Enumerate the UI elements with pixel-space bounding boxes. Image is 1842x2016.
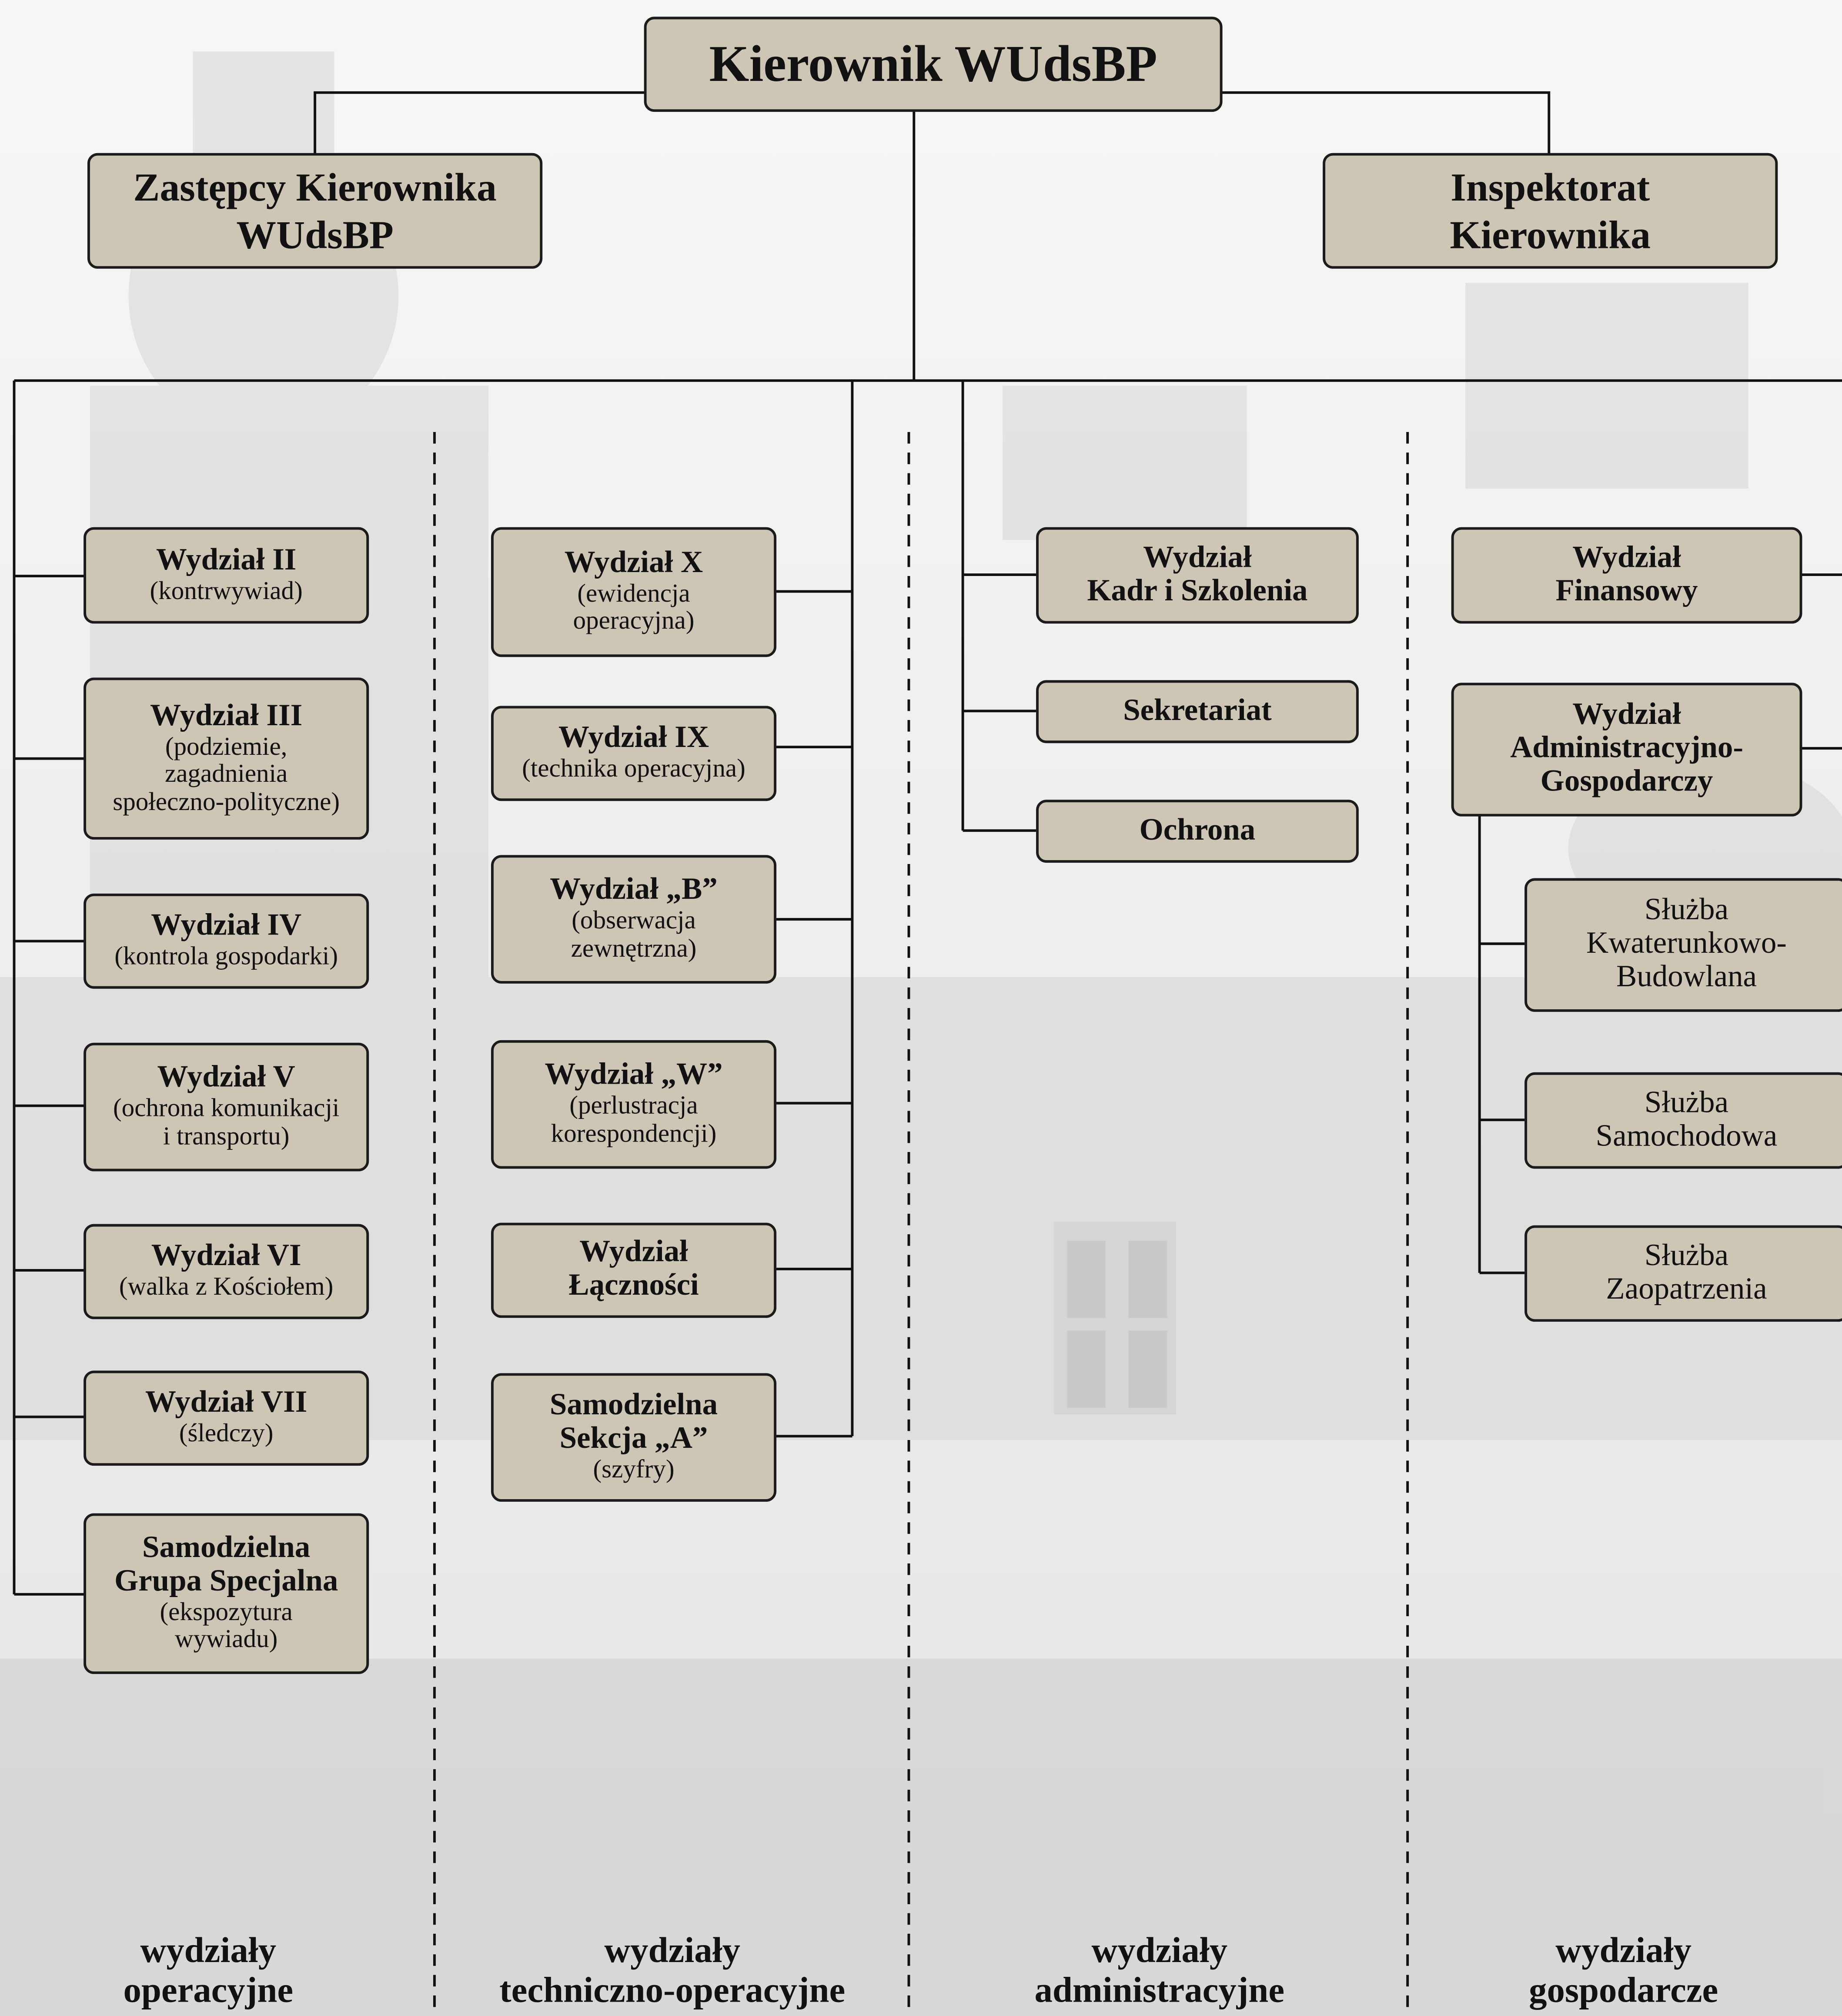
inspectorate-box: Inspektorat Kierownika — [1323, 153, 1778, 269]
inspectorate-line-2: Kierownika — [1450, 212, 1651, 258]
service-zaopatrzenia: Służba Zaopatrzenia — [1524, 1225, 1842, 1322]
category-line: wydziały — [1091, 1931, 1228, 1971]
unit-wydzial-ix: Wydział IX (technika operacyjna) — [491, 706, 777, 801]
unit-desc: (kontrwywiad) — [150, 576, 303, 605]
unit-desc: (obserwacja — [572, 907, 696, 935]
service-name: Służba — [1644, 894, 1728, 928]
unit-desc: (kontrola gospodarki) — [114, 942, 338, 971]
unit-wydzial-vi: Wydział VI (walka z Kościołem) — [84, 1224, 369, 1319]
service-name: Budowlana — [1616, 960, 1757, 994]
unit-title: Grupa Specjalna — [114, 1564, 338, 1598]
unit-title: Wydział II — [156, 543, 297, 577]
unit-desc: i transportu) — [163, 1122, 290, 1151]
unit-desc: (ekspozytura — [160, 1598, 293, 1627]
deputy-box: Zastępcy Kierownika WUdsBP — [87, 153, 543, 269]
unit-samodzielna-grupa-specjalna: Samodzielna Grupa Specjalna (ekspozytura… — [84, 1513, 369, 1674]
unit-desc: (technika operacyjna) — [522, 755, 745, 784]
unit-wydzial-vii: Wydział VII (śledczy) — [84, 1370, 369, 1466]
category-line: gospodarcze — [1529, 1971, 1718, 2012]
unit-title: Wydział VII — [145, 1386, 308, 1420]
service-samochodowa: Służba Samochodowa — [1524, 1072, 1842, 1169]
unit-desc: korespondencji) — [551, 1120, 717, 1149]
unit-title: Sekretariat — [1123, 693, 1272, 727]
unit-title: Łączności — [568, 1269, 699, 1303]
unit-title: Wydział — [1572, 541, 1681, 574]
unit-title: Finansowy — [1555, 574, 1698, 608]
unit-title: Wydział IV — [151, 909, 302, 943]
category-label-operacyjne: wydziały operacyjne — [39, 1931, 378, 2012]
unit-wydzial-administracyjno-gospodarczy: Wydział Administracyjno- Gospodarczy — [1451, 683, 1802, 817]
category-line: wydziały — [1555, 1931, 1692, 1971]
unit-title: Wydział — [1572, 698, 1681, 732]
unit-desc: (ochrona komunikacji — [113, 1095, 340, 1123]
unit-title: Wydział X — [564, 546, 703, 580]
unit-wydzial-lacznosci: Wydział Łączności — [491, 1222, 777, 1318]
unit-title: Kadr i Szkolenia — [1087, 574, 1308, 608]
unit-samodzielna-sekcja-a: Samodzielna Sekcja „A” (szyfry) — [491, 1373, 777, 1502]
category-line: techniczno-operacyjne — [499, 1971, 846, 2012]
unit-desc: (podziemie, — [165, 732, 287, 761]
unit-title: Wydział „W” — [545, 1058, 723, 1092]
unit-title: Sekcja „A” — [559, 1422, 708, 1456]
unit-ochrona: Ochrona — [1036, 800, 1359, 863]
unit-desc: (śledczy) — [179, 1420, 274, 1448]
unit-wydzial-w: Wydział „W” (perlustracja korespondencji… — [491, 1040, 777, 1169]
head-box: Kierownik WUdsBP — [644, 17, 1223, 112]
category-line: wydziały — [140, 1931, 277, 1971]
category-line: operacyjne — [123, 1971, 294, 2012]
unit-desc: (walka z Kościołem) — [119, 1273, 334, 1302]
unit-sekretariat: Sekretariat — [1036, 680, 1359, 743]
unit-title: Samodzielna — [142, 1531, 311, 1565]
unit-wydzial-v: Wydział V (ochrona komunikacji i transpo… — [84, 1042, 369, 1172]
category-line: wydziały — [604, 1931, 740, 1971]
unit-desc: (perlustracja — [569, 1092, 698, 1121]
unit-title: Samodzielna — [549, 1389, 718, 1423]
unit-wydzial-b: Wydział „B” (obserwacja zewnętrzna) — [491, 855, 777, 984]
category-label-techniczno-operacyjne: wydziały techniczno-operacyjne — [450, 1931, 895, 2012]
unit-title: Gospodarczy — [1540, 765, 1713, 799]
category-label-administracyjne: wydziały administracyjne — [951, 1931, 1368, 2012]
unit-desc: zagadnienia — [165, 760, 288, 789]
head-title: Kierownik WUdsBP — [709, 35, 1157, 93]
service-kwaterunkowo-budowlana: Służba Kwaterunkowo- Budowlana — [1524, 878, 1842, 1012]
unit-title: Wydział IX — [558, 721, 709, 755]
unit-wydzial-kadr: Wydział Kadr i Szkolenia — [1036, 527, 1359, 624]
category-line: administracyjne — [1034, 1971, 1285, 2012]
unit-title: Wydział — [579, 1236, 688, 1269]
service-name: Służba — [1644, 1086, 1728, 1119]
unit-wydzial-finansowy: Wydział Finansowy — [1451, 527, 1802, 624]
service-name: Kwaterunkowo- — [1586, 927, 1787, 961]
category-label-gospodarcze: wydziały gospodarcze — [1421, 1931, 1827, 2012]
unit-title: Administracyjno- — [1510, 731, 1743, 765]
unit-title: Wydział „B” — [550, 874, 718, 907]
service-name: Zaopatrzenia — [1606, 1272, 1767, 1306]
unit-title: Ochrona — [1139, 813, 1256, 847]
unit-title: Wydział VI — [151, 1239, 301, 1273]
unit-wydzial-iv: Wydział IV (kontrola gospodarki) — [84, 894, 369, 989]
unit-desc: (ewidencja — [577, 579, 690, 608]
deputy-line-2: WUdsBP — [236, 212, 394, 258]
unit-wydzial-ii: Wydział II (kontrwywiad) — [84, 527, 369, 624]
service-name: Samochodowa — [1595, 1119, 1778, 1153]
unit-title: Wydział — [1143, 541, 1252, 574]
unit-title: Wydział V — [157, 1061, 295, 1095]
unit-desc: społeczno-polityczne) — [113, 787, 340, 816]
deputy-line-1: Zastępcy Kierownika — [133, 164, 497, 210]
unit-desc: operacyjna) — [573, 607, 695, 636]
unit-desc: (szyfry) — [593, 1455, 675, 1484]
unit-desc: zewnętrzna) — [571, 934, 697, 963]
unit-title: Wydział III — [150, 699, 303, 733]
unit-desc: wywiadu) — [174, 1625, 278, 1654]
service-name: Służba — [1644, 1239, 1728, 1273]
inspectorate-line-1: Inspektorat — [1451, 164, 1650, 210]
unit-wydzial-x: Wydział X (ewidencja operacyjna) — [491, 527, 777, 657]
unit-wydzial-iii: Wydział III (podziemie, zagadnienia społ… — [84, 677, 369, 840]
